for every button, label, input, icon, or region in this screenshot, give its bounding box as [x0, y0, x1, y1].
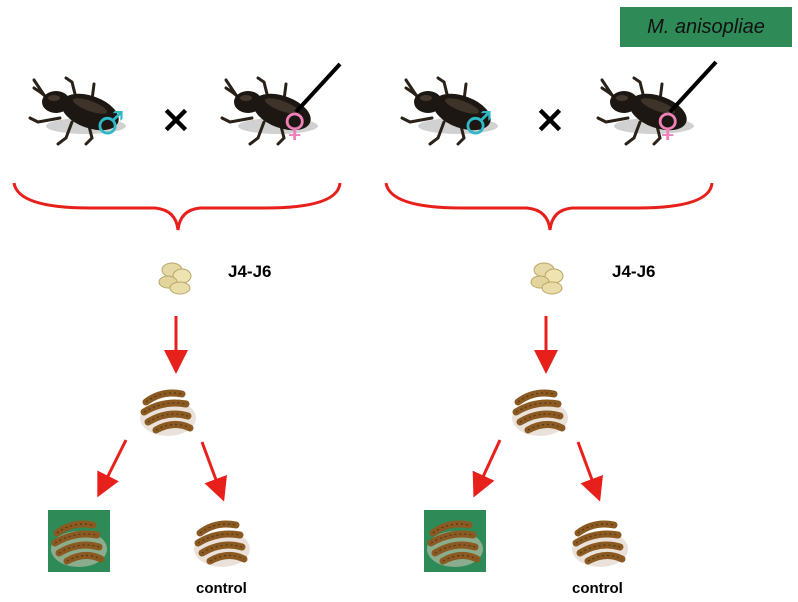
female-beetle-right: [596, 76, 696, 146]
arrow-to-treated-left: [97, 439, 128, 498]
pupae-right: [530, 262, 564, 295]
larvae-group-left: [140, 393, 196, 436]
female-symbol-right: ♀: [656, 106, 679, 144]
stage-label-right: J4-J6: [612, 262, 656, 281]
arrow-to-control-right: [576, 441, 604, 502]
inoculation-needle-left: [294, 62, 342, 114]
panel-right: ♂ × ♀: [384, 60, 718, 572]
male-symbol-right: ♂: [464, 104, 493, 142]
arrow-to-treated-right: [472, 439, 502, 498]
cross-symbol-left: ×: [160, 97, 192, 141]
stage-label-left: J4-J6: [228, 262, 272, 281]
bracket-left: [12, 182, 342, 231]
control-larvae-left: [194, 524, 250, 567]
fungus-label: M. anisopliae: [647, 15, 765, 38]
control-label-right: control: [572, 580, 623, 597]
inoculation-needle-right: [668, 60, 718, 114]
larvae-group-right: [512, 393, 568, 436]
bracket-right: [384, 182, 714, 231]
control-larvae-right: [572, 524, 628, 567]
cross-symbol-right: ×: [534, 97, 566, 141]
panel-left: ♂ × ♀: [12, 62, 342, 572]
pupae-left: [158, 262, 192, 295]
fungus-label-box: M. anisopliae: [620, 7, 792, 47]
arrow-to-control-left: [200, 441, 228, 502]
female-symbol-left: ♀: [283, 106, 306, 144]
male-symbol-left: ♂: [96, 104, 125, 142]
control-label-left: control: [196, 580, 247, 597]
